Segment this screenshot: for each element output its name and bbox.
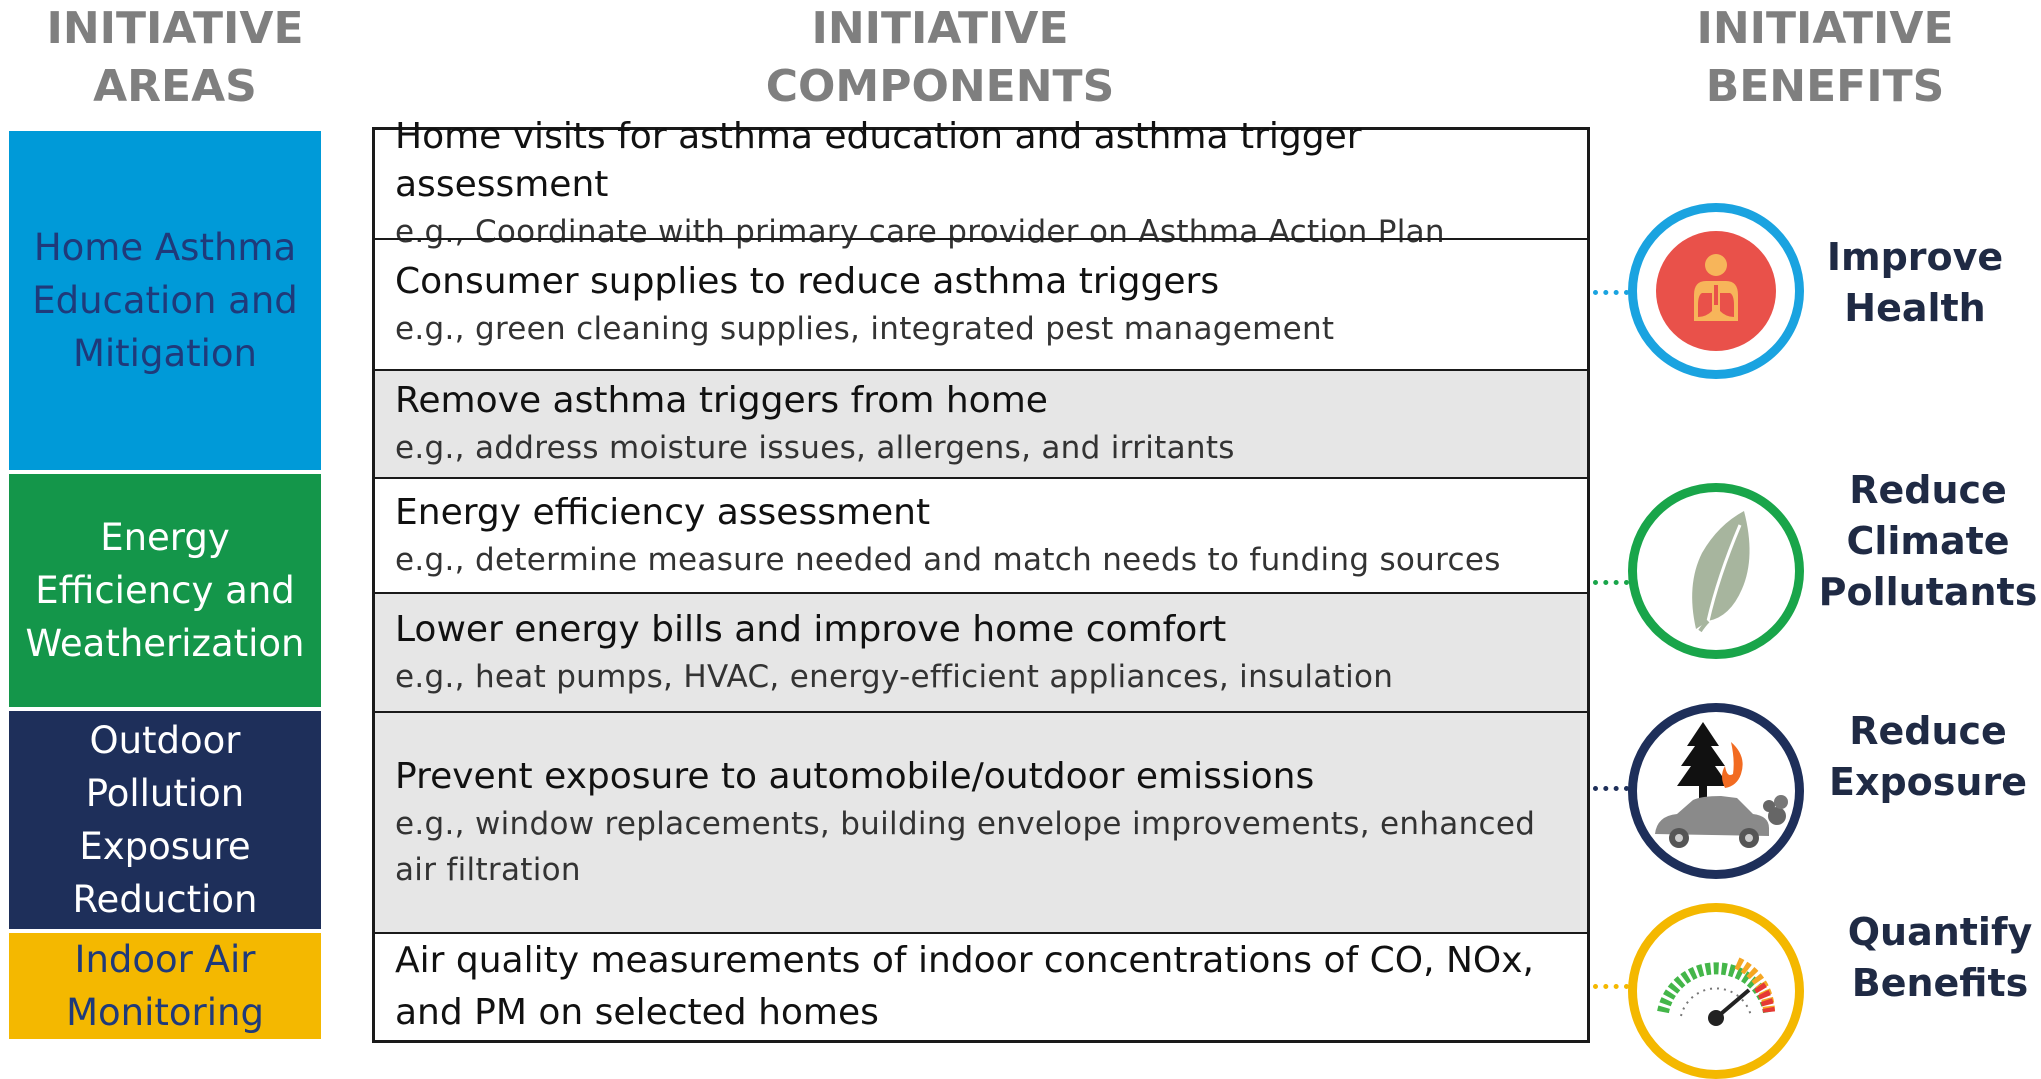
lungs-icon <box>1656 231 1776 351</box>
component-example: e.g., green cleaning supplies, integrate… <box>395 310 1335 347</box>
component-title: Air quality measurements of indoor conce… <box>395 940 1534 1033</box>
car-fire-icon <box>1655 722 1788 848</box>
component-example: e.g., determine measure needed and match… <box>395 541 1501 578</box>
benefit-climate-circle <box>1628 483 1804 659</box>
benefit-exposure-circle <box>1628 703 1804 879</box>
component-row: Prevent exposure to automobile/outdoor e… <box>375 711 1587 932</box>
area-home-asthma: Home Asthma Education and Mitigation <box>9 131 321 470</box>
component-row: Remove asthma triggers from home e.g., a… <box>375 369 1587 477</box>
component-example: e.g., Coordinate with primary care provi… <box>395 214 1445 250</box>
component-title: Home visits for asthma education and ast… <box>395 116 1362 205</box>
gauge-icon <box>1657 957 1775 1026</box>
leaf-icon <box>1692 511 1750 633</box>
connector-health <box>1593 290 1629 295</box>
component-title: Consumer supplies to reduce asthma trigg… <box>395 260 1220 302</box>
component-title: Energy efficiency assessment <box>395 491 931 533</box>
component-row: Air quality measurements of indoor conce… <box>375 932 1587 1040</box>
area-energy-efficiency: Energy Efficiency and Weatherization <box>9 474 321 707</box>
benefit-exposure-label: Reduce Exposure <box>1829 709 2027 804</box>
benefit-quantify-circle <box>1628 903 1804 1079</box>
header-components: INITIATIVE COMPONENTS <box>765 3 1115 112</box>
benefit-quantify-label: Quantify Benefits <box>1847 910 2033 1005</box>
benefit-health-circle <box>1628 203 1804 379</box>
component-row: Home visits for asthma education and ast… <box>375 116 1587 250</box>
component-title: Lower energy bills and improve home comf… <box>395 608 1227 650</box>
component-row: Lower energy bills and improve home comf… <box>375 592 1587 711</box>
connector-exposure <box>1593 786 1629 791</box>
benefit-health-label: Improve Health <box>1826 235 2004 330</box>
components-table: Home visits for asthma education and ast… <box>372 116 1590 1043</box>
component-example: e.g., window replacements, building enve… <box>395 805 1536 888</box>
benefit-climate-label: Reduce Climate Pollutants <box>1818 468 2038 614</box>
component-example: e.g., heat pumps, HVAC, energy-efficient… <box>395 658 1394 695</box>
component-row: Consumer supplies to reduce asthma trigg… <box>375 238 1587 369</box>
component-example: e.g., address moisture issues, allergens… <box>395 430 1235 466</box>
component-title: Prevent exposure to automobile/outdoor e… <box>395 755 1315 797</box>
connector-climate <box>1593 580 1629 585</box>
header-benefits: INITIATIVE BENEFITS <box>1696 3 1954 112</box>
header-areas: INITIATIVE AREAS <box>46 3 304 112</box>
connector-quantify <box>1593 984 1629 989</box>
component-row: Energy efficiency assessment e.g., deter… <box>375 477 1587 592</box>
area-outdoor-pollution: Outdoor Pollution Exposure Reduction <box>9 711 321 929</box>
area-indoor-air: Indoor Air Monitoring <box>9 933 321 1039</box>
component-title: Remove asthma triggers from home <box>395 380 1048 421</box>
